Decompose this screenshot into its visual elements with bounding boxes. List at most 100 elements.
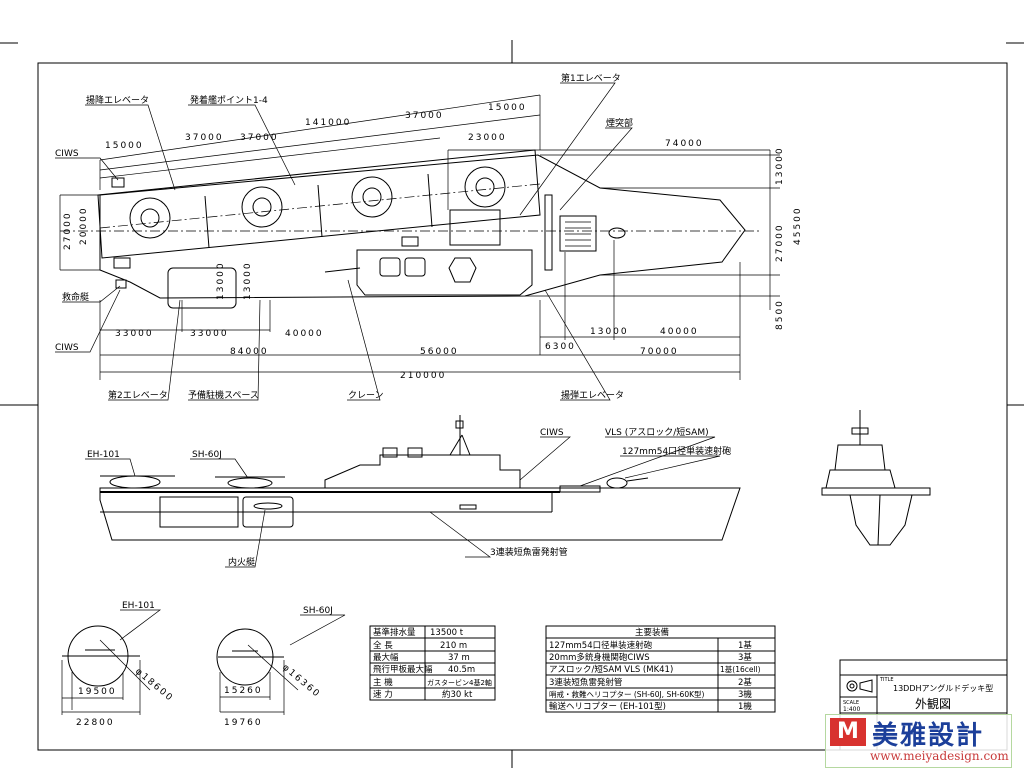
equipment-table: 主要装備 127mm54口径単装速射砲 1基 20mm多銃身機関砲CIWS 3基…	[545, 625, 776, 713]
spec-value: 37 m	[448, 653, 470, 663]
dim: 27000	[63, 211, 73, 250]
hull-side-outline	[99, 487, 741, 541]
dim: 40000	[660, 327, 699, 337]
helicopters-side	[100, 475, 285, 489]
equipment-qty: 1基	[738, 640, 752, 651]
label-boat: 内火艇	[228, 556, 255, 568]
dim: 27000	[775, 223, 785, 262]
dim-overall-angled: 141000	[305, 118, 351, 128]
dim: φ18600	[133, 667, 175, 705]
label-torpedo: 3連装短魚雷発射管	[490, 546, 568, 558]
watermark-name: 美雅設計	[872, 721, 985, 751]
island-side	[324, 454, 521, 489]
dim: 37000	[185, 133, 224, 143]
label-elevator-1: 第1エレベータ	[561, 72, 621, 84]
landing-spots	[129, 166, 506, 249]
dim: 19760	[224, 718, 263, 728]
title-block: SCALE 1:400 TITLE 13DDHアングルドデッキ型 外観図	[839, 659, 1008, 751]
dim: 20000	[79, 206, 89, 245]
watermark-logo-icon: M	[830, 718, 866, 746]
dim: 56000	[420, 347, 459, 357]
equipment-qty: 3基	[738, 652, 752, 663]
label-eh101: EH-101	[87, 450, 120, 460]
label-sh60j-title: SH-60J	[303, 606, 333, 616]
equipment-qty: 3機	[738, 689, 752, 700]
sh60j-top-view: SH-60J φ16360 15260 19760	[216, 606, 346, 728]
dim: 13000	[775, 146, 785, 185]
spec-value: 40.5m	[448, 665, 475, 675]
side-view: EH-101 SH-60J CIWS VLS (アスロック/短SAM) 127m…	[85, 415, 741, 568]
eh101-top-view: EH-101 φ18600 19500 22800	[61, 601, 175, 728]
hangar-opening	[159, 496, 239, 528]
front-view	[821, 410, 931, 546]
watermark: M 美雅設計 www.meiyadesign.com	[825, 714, 1012, 768]
watermark-url: www.meiyadesign.com	[870, 749, 1009, 763]
dim: 45500	[793, 206, 803, 245]
spec-value: 210 m	[440, 641, 467, 651]
label-parking-space: 予備駐機スペース	[188, 389, 259, 401]
dim: 13000	[243, 261, 253, 300]
label-rescue: 救命艇	[62, 291, 89, 303]
equipment-item: 3連装短魚雷発射管	[549, 677, 622, 688]
label-ciws-bottom: CIWS	[55, 343, 79, 353]
dim: 13000	[590, 327, 629, 337]
spec-value: 13500 t	[430, 628, 464, 638]
spec-label: 飛行甲板最大幅	[373, 664, 433, 675]
label-crane: クレーン	[348, 390, 384, 401]
island-structure	[356, 249, 533, 296]
dim: 19500	[78, 687, 117, 697]
scale-value: 1:400	[843, 706, 860, 713]
center-marks	[0, 40, 1024, 768]
dim: 33000	[115, 329, 154, 339]
funnel	[544, 194, 553, 271]
deck-elevator-1	[449, 209, 501, 246]
dim: 74000	[665, 139, 704, 149]
dim: 15260	[224, 686, 263, 696]
boat-bay	[242, 496, 294, 528]
mast	[449, 415, 471, 456]
equipment-qty: 1機	[738, 701, 752, 712]
dim: φ16360	[280, 663, 322, 701]
spec-table: 基準排水量 13500 t 全 長 210 m 最大幅 37 m 飛行甲板最大幅…	[369, 625, 496, 701]
label-vls: VLS (アスロック/短SAM)	[605, 426, 709, 438]
equipment-item: 輸送ヘリコプター (EH-101型)	[549, 701, 666, 712]
equipment-qty: 1基(16cell)	[720, 664, 761, 674]
label-landing-points: 発着艦ポイント1-4	[190, 94, 268, 106]
spec-value: 約30 kt	[442, 689, 473, 700]
label-ciws-side: CIWS	[540, 428, 564, 438]
gun-plan	[608, 227, 626, 239]
spec-label: 最大幅	[373, 652, 399, 663]
vls-block	[559, 215, 597, 252]
equipment-item: 20mm多銃身機関砲CIWS	[549, 652, 650, 663]
title-caption: TITLE	[879, 677, 894, 683]
angled-deck	[97, 149, 541, 259]
dim: 70000	[640, 347, 679, 357]
dim: 15000	[105, 141, 144, 151]
plan-view: 141000 15000 37000 37000 37000 15000 230…	[55, 72, 803, 401]
spec-value: ガスタービン4基2軸	[427, 678, 492, 687]
dim: 33000	[190, 329, 229, 339]
label-eh101-title: EH-101	[122, 601, 155, 611]
label-elevator-side: 揚降エレベータ	[86, 94, 149, 106]
spec-label: 全 長	[373, 640, 393, 651]
dim: 8500	[775, 299, 785, 330]
scale-caption: SCALE	[843, 700, 859, 706]
label-funnel: 煙突部	[606, 117, 633, 129]
spec-label: 基準排水量	[373, 627, 416, 638]
dim: 37000	[240, 133, 279, 143]
gun-side	[606, 477, 628, 489]
dim: 15000	[488, 103, 527, 113]
dim: 210000	[400, 371, 446, 381]
drawing-name: 外観図	[915, 697, 951, 711]
elevator-2	[167, 267, 237, 309]
equipment-qty: 2基	[738, 677, 752, 688]
equipment-header: 主要装備	[635, 627, 670, 638]
dim: 84000	[230, 347, 269, 357]
projection-symbol-icon	[846, 679, 873, 693]
label-ciws-top: CIWS	[55, 149, 79, 159]
dim: 37000	[405, 111, 444, 121]
label-elevator-ammo: 揚弾エレベータ	[561, 389, 624, 401]
label-sh60j: SH-60J	[192, 450, 222, 460]
dim: 22800	[76, 718, 115, 728]
